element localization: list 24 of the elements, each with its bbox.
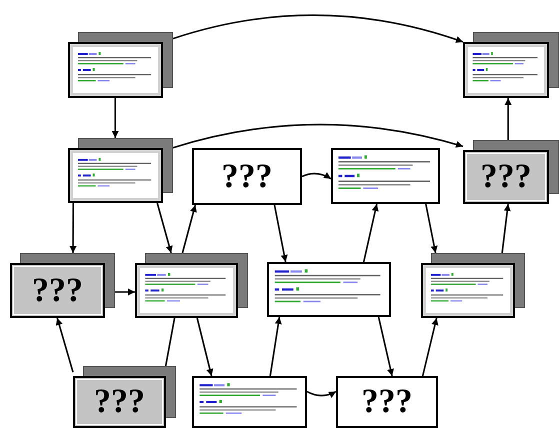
arrow xyxy=(115,288,135,296)
arrow xyxy=(269,316,282,376)
arrow xyxy=(70,203,77,253)
arrow xyxy=(501,204,511,254)
arrow xyxy=(422,318,438,376)
question-marks: ??? xyxy=(362,385,412,419)
question-marks: ??? xyxy=(94,385,145,419)
arrow xyxy=(362,204,379,262)
question-marks: ??? xyxy=(480,160,532,194)
arrow xyxy=(306,390,336,398)
arrow xyxy=(112,98,119,138)
arrow xyxy=(504,98,512,140)
arrow xyxy=(425,204,438,254)
arrow xyxy=(378,316,394,376)
arrow xyxy=(302,172,332,180)
arrow xyxy=(274,204,288,262)
question-marks: ??? xyxy=(32,274,83,308)
arrow xyxy=(172,124,464,149)
arrow xyxy=(172,14,464,44)
arrow xyxy=(182,204,197,254)
arrow xyxy=(56,318,74,372)
arrow xyxy=(196,318,214,376)
arrow xyxy=(156,202,173,254)
question-marks: ??? xyxy=(222,160,272,194)
